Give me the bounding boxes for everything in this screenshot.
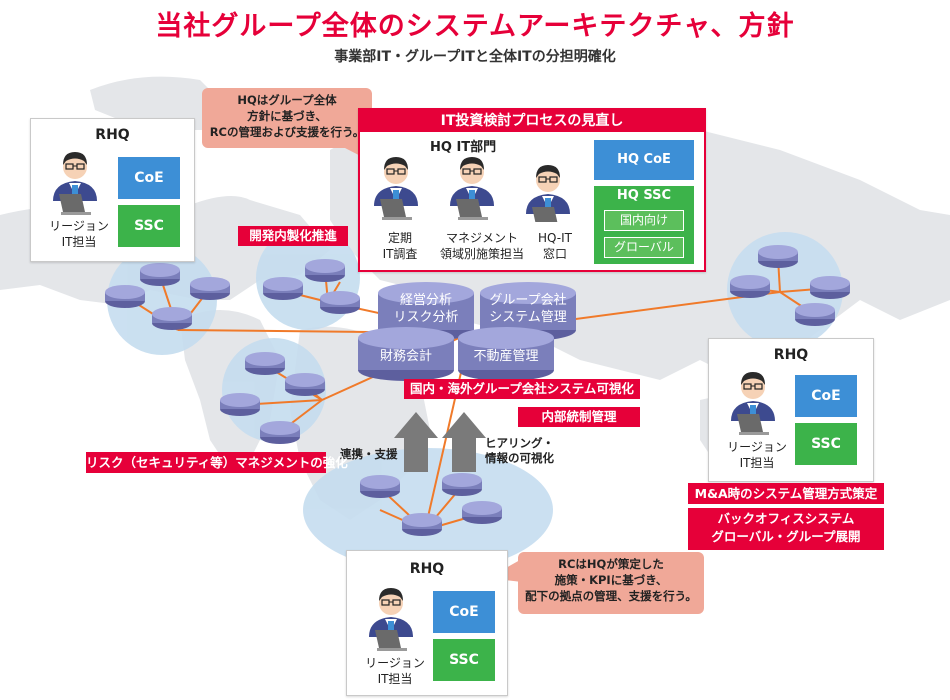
hq-ssc-box: HQ SSC 国内向け グローバル [594,186,694,264]
person-icon [368,587,414,651]
hq-coe-tile: HQ CoE [594,140,694,180]
rhq-title: RHQ [95,127,130,143]
rhq-box-bottom: RHQ CoE SSC リージョン IT担当 [346,550,508,696]
person-icon [52,151,98,215]
central-systems [358,282,576,381]
tag-visualize: 国内・海外グループ会社システム可視化 [404,379,640,399]
hq-ssc-title: HQ SSC [616,188,672,203]
person-icon [449,156,495,220]
ssc-tile: SSC [795,423,857,465]
system-group-company: グループ会社システム管理 [489,293,567,325]
hq-it-dept-title: HQ IT部門 [430,140,497,155]
system-mgmt-analysis: 経営分析リスク分析 [393,293,459,325]
region-it-label: リージョン IT担当 [365,656,425,686]
rc-callout: RCはHQが策定した 施策・KPIに基づき、 配下の拠点の管理、支援を行う。 [518,552,704,614]
rhq-title: RHQ [409,561,445,577]
upward-arrows [394,412,486,472]
page-subtitle: 事業部IT・グループITと全体ITの分担明確化 [334,49,616,65]
rhq-box-right: RHQ CoE SSC リージョン IT担当 [708,338,874,482]
person-icon [525,164,571,222]
tag-risk: リスク（セキュリティ等）マネジメントの強化 [86,452,348,473]
person-icon [730,371,776,435]
coe-tile: CoE [433,591,495,633]
person-icon [373,156,419,220]
page-title: 当社グループ全体のシステムアーキテクチャ、方針 [155,11,795,42]
ssc-item-domestic: 国内向け [604,210,684,231]
ssc-tile: SSC [118,205,180,247]
region-it-label: リージョン IT担当 [49,219,109,249]
region-it-label: リージョン IT担当 [727,440,787,470]
hq-it-header: IT投資検討プロセスの見直し [360,110,704,132]
rhq-box-top-left: RHQ CoE SSC リージョン IT担当 [30,118,195,262]
system-real-estate: 不動産管理 [473,349,539,364]
system-finance: 財務会計 [379,349,432,364]
coe-tile: CoE [795,375,857,417]
hq-callout: HQはグループ全体 方針に基づき、 RCの管理および支援を行う。 [202,88,372,148]
hq-person-label: マネジメント領域別施策担当 [439,231,524,261]
ssc-item-global: グローバル [604,237,684,258]
tag-backoffice: バックオフィスシステムグローバル・グループ展開 [688,508,884,550]
rhq-title: RHQ [773,347,809,363]
coe-tile: CoE [118,157,180,199]
ssc-tile: SSC [433,639,495,681]
tag-ma: M&A時のシステム管理方式策定 [688,483,884,504]
tag-dev-insource: 開発内製化推進 [238,226,348,246]
tag-internal-control: 内部統制管理 [518,407,640,427]
arrow-label-support: 連携・支援 [340,447,398,461]
arrow-label-hearing: ヒアリング・情報の可視化 [485,436,554,465]
